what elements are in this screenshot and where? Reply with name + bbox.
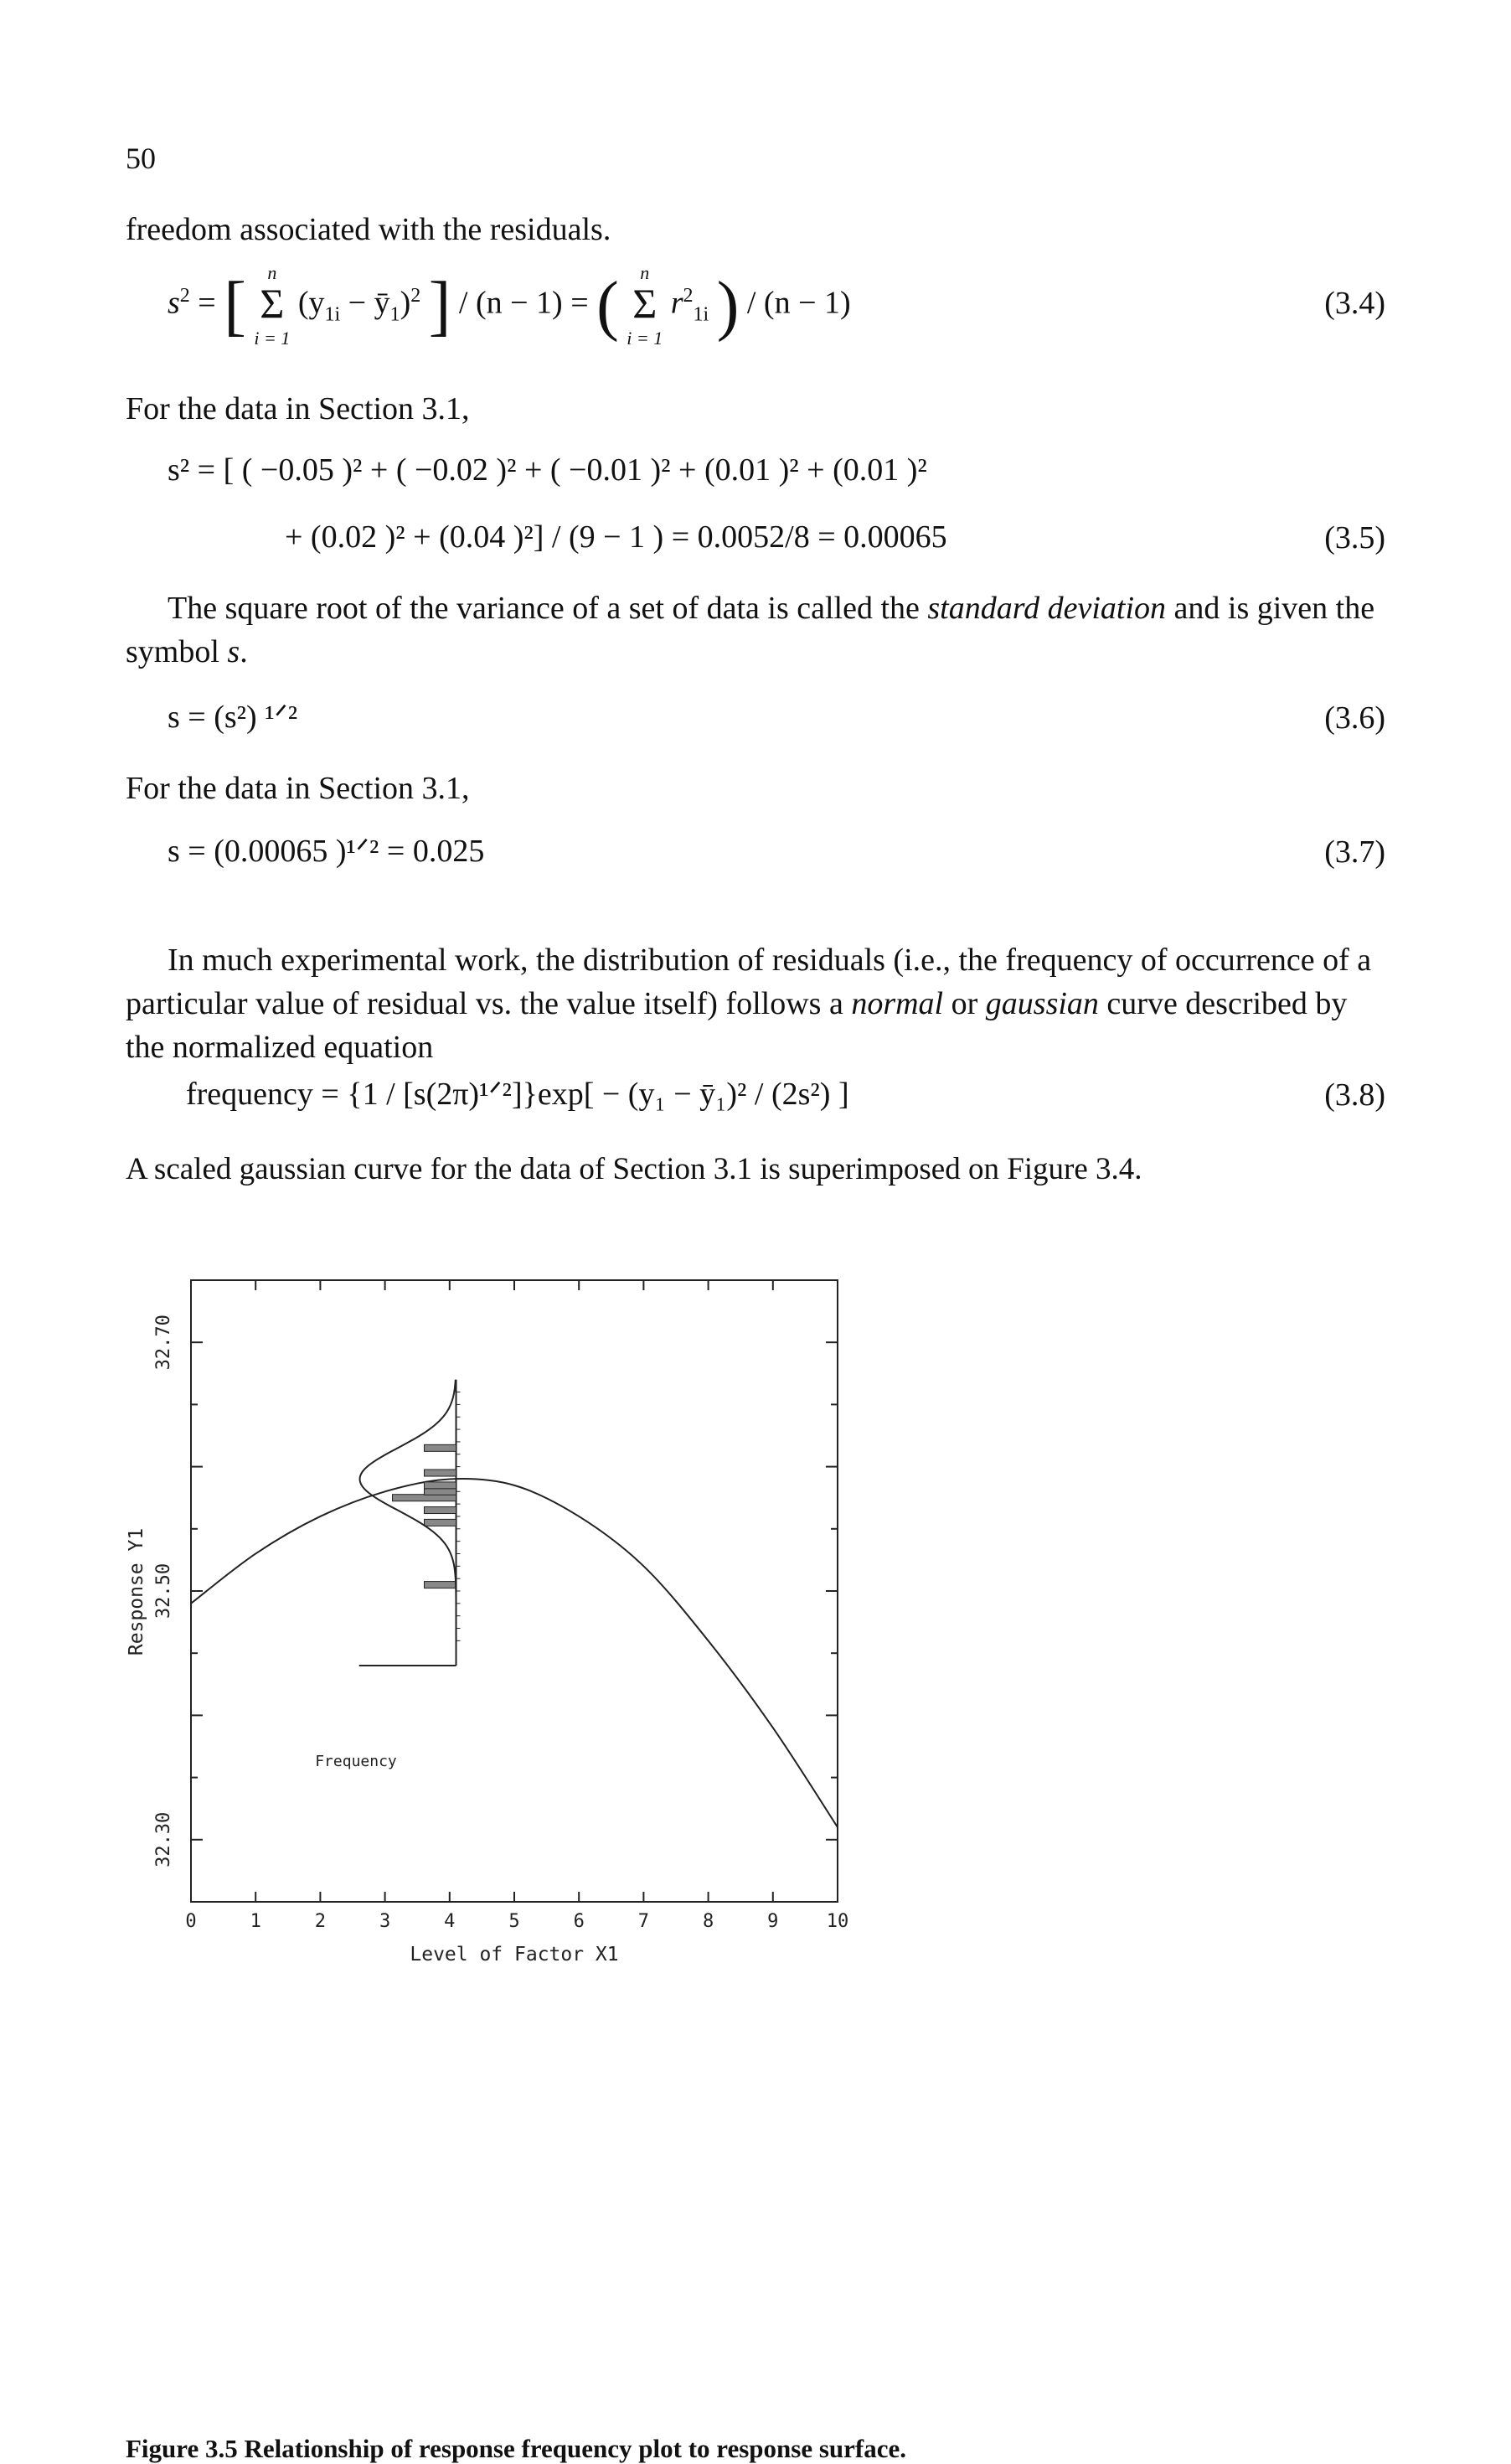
sum-operator-2: n Σ i = 1	[627, 262, 663, 349]
equation-3-5-line-1: s² = [ ( −0.05 )² + ( −0.02 )² + ( −0.01…	[168, 452, 927, 488]
y-tick-label: 32.50	[153, 1563, 174, 1619]
x-tick-label: 4	[444, 1911, 455, 1932]
frequency-label: Frequency	[315, 1753, 397, 1770]
axis-ticks	[190, 1280, 838, 1902]
equation-number-3-7: (3.7)	[1324, 834, 1385, 870]
equation-number-3-6: (3.6)	[1324, 700, 1385, 736]
x-tick-label: 7	[638, 1911, 649, 1932]
x-tick-labels: 0 1 2 3 4 5 6 7 8 9 10	[185, 1911, 848, 1932]
x-tick-label: 6	[574, 1911, 585, 1932]
residual-bar	[424, 1506, 457, 1515]
equation-3-5-line-2: + (0.02 )² + (0.04 )²] / (9 − 1 ) = 0.00…	[285, 519, 947, 555]
paragraph-normal-distribution: In much experimental work, the distribut…	[126, 943, 1372, 1065]
equation-number-3-5: (3.5)	[1324, 520, 1385, 555]
x-tick-label: 5	[508, 1911, 519, 1932]
residual-bar	[424, 1581, 457, 1589]
eq-lhs: s	[168, 285, 180, 321]
equation-number-3-8: (3.8)	[1324, 1077, 1385, 1113]
figure-caption: Figure 3.5 Relationship of response freq…	[126, 2434, 906, 2463]
lead-line: freedom associated with the residuals.	[126, 212, 611, 247]
x-tick-label: 1	[250, 1911, 261, 1932]
frequency-inset	[358, 1379, 461, 1667]
residual-bar	[392, 1494, 457, 1502]
y-tick-label: 32.70	[153, 1315, 174, 1370]
x-tick-label: 9	[767, 1911, 778, 1932]
response-frequency-chart: 0 1 2 3 4 5 6 7 8 9 10 32.30 32.50 32.70 Level of Fa…	[126, 1279, 848, 1966]
y-tick-label: 32.30	[153, 1812, 174, 1867]
y-axis-label: Response Y1	[126, 1528, 147, 1656]
x-tick-label: 2	[315, 1911, 326, 1932]
scaled-gaussian-line: A scaled gaussian curve for the data of …	[126, 1152, 1142, 1186]
residual-bar	[424, 1518, 457, 1526]
for-data-line-2: For the data in Section 3.1,	[126, 771, 470, 806]
response-surface-curve	[190, 1478, 838, 1828]
equation-3-8: frequency = {1 / [s(2π)¹ᐟ²]}exp[ − (y₁ −…	[186, 1077, 849, 1112]
x-tick-label: 8	[703, 1911, 714, 1932]
equation-3-6: s = (s²) ¹ᐟ²	[168, 700, 298, 735]
page-number: 50	[126, 142, 156, 175]
x-tick-label: 0	[185, 1911, 196, 1932]
equation-3-7: s = (0.00065 )¹ᐟ² = 0.025	[168, 834, 485, 869]
residual-bar	[424, 1444, 457, 1452]
plot-frame	[190, 1279, 838, 1903]
equation-number-3-4: (3.4)	[1324, 286, 1385, 321]
x-tick-label: 3	[379, 1911, 390, 1932]
residual-bar	[424, 1481, 457, 1490]
residual-bar	[424, 1469, 457, 1477]
equation-3-4: s2 = [ n Σ i = 1 (y1i − ȳ1)2 ] / (n − 1)…	[168, 262, 851, 349]
paragraph-standard-deviation: The square root of the variance of a set…	[126, 591, 1375, 669]
x-tick-label: 10	[827, 1911, 849, 1932]
for-data-line-1: For the data in Section 3.1,	[126, 391, 470, 426]
residual-bar	[424, 1487, 457, 1495]
x-axis-label: Level of Factor X1	[410, 1944, 618, 1966]
y-tick-labels: 32.30 32.50 32.70	[153, 1315, 174, 1867]
sum-operator-1: n Σ i = 1	[254, 262, 291, 349]
gaussian-curve	[358, 1379, 457, 1641]
